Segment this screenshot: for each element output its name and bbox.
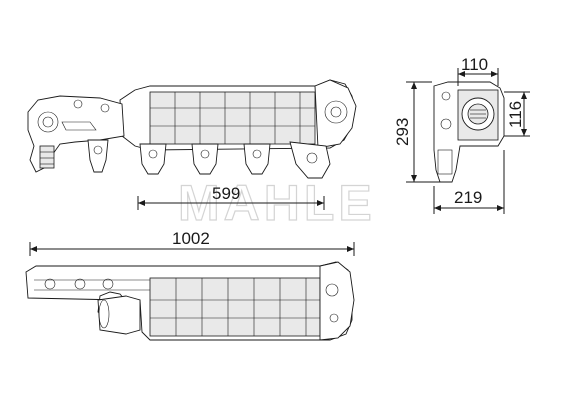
side-view bbox=[433, 81, 505, 183]
dim-293: 293 bbox=[393, 118, 412, 146]
dimension-depth: 219 bbox=[433, 150, 505, 214]
front-view bbox=[27, 79, 357, 179]
dim-1002: 1002 bbox=[172, 229, 210, 248]
dim-110: 110 bbox=[461, 55, 488, 74]
dimension-height-total: 293 bbox=[393, 81, 440, 183]
dimension-height-side: 116 bbox=[504, 91, 530, 137]
top-view bbox=[25, 261, 355, 341]
dimension-width-top: 110 bbox=[457, 55, 499, 86]
dimension-overall-length: 1002 bbox=[29, 229, 355, 256]
dim-599: 599 bbox=[212, 184, 240, 203]
dim-116: 116 bbox=[506, 101, 525, 128]
dimension-flange-spacing: 599 bbox=[137, 184, 325, 210]
dim-219: 219 bbox=[454, 188, 482, 207]
